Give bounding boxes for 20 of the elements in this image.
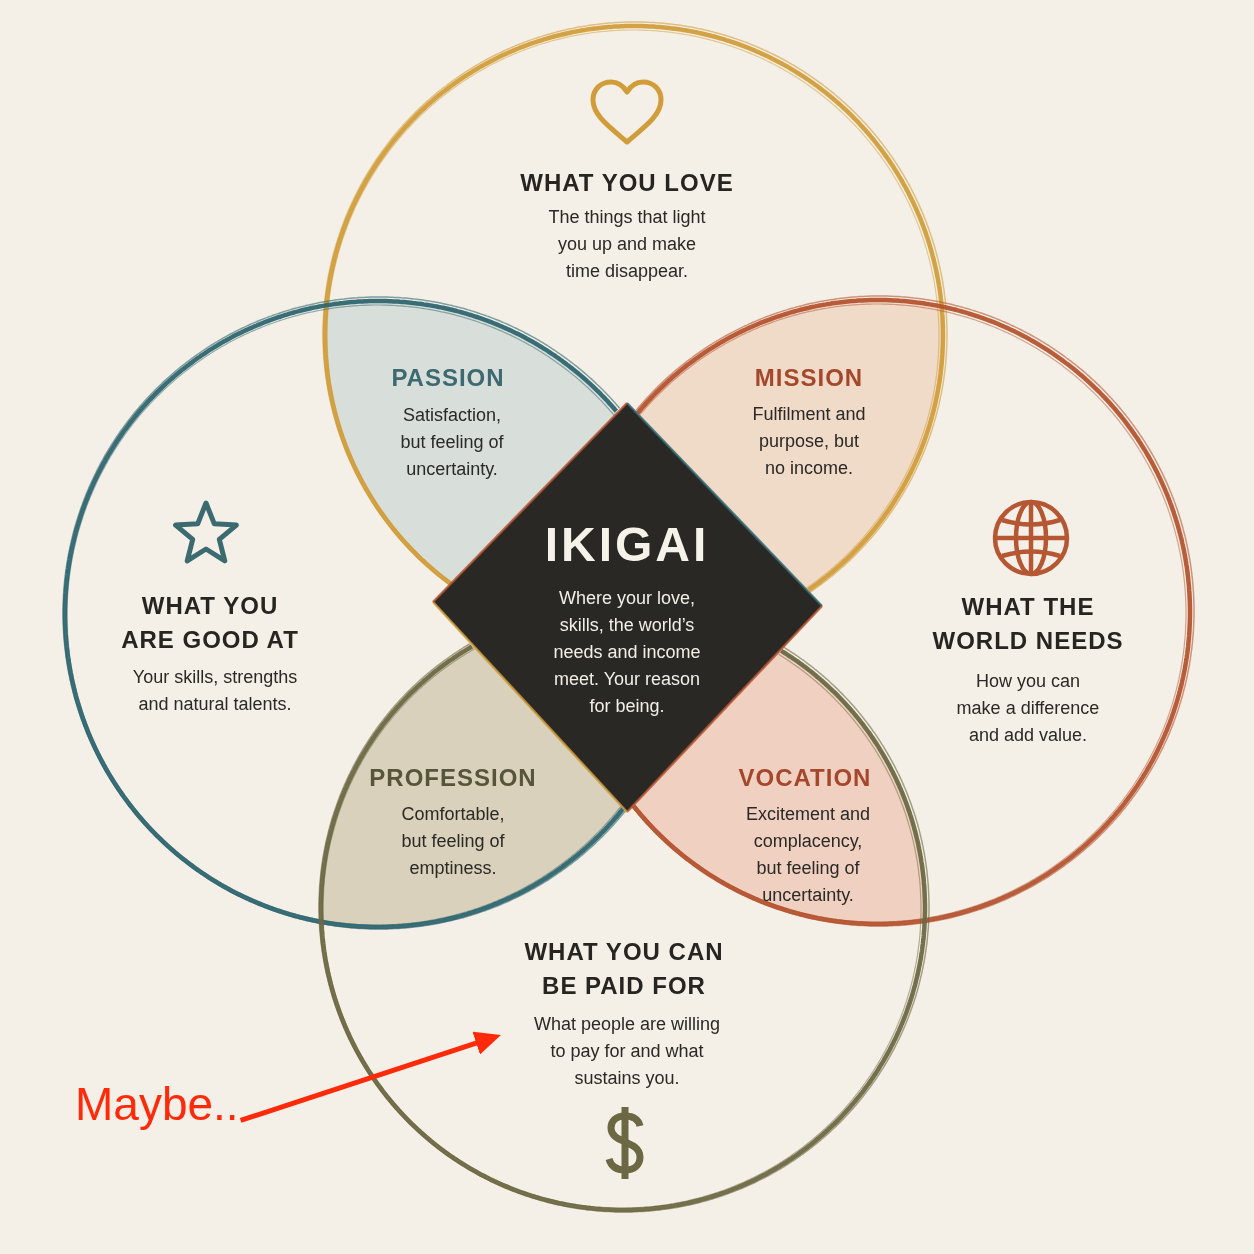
section-heading: WHAT THE WORLD NEEDS [932, 592, 1124, 656]
section-heading: WHAT YOU ARE GOOD AT [120, 591, 300, 655]
center-title: IKIGAI [544, 517, 710, 573]
description-text: Where your love, skills, the world’s needs and income meet. Your reason for being. [552, 587, 702, 718]
section-heading: PROFESSION [368, 763, 538, 793]
description-text: What people are willing to pay for and what sustains you. [533, 1013, 721, 1090]
section-heading: VOCATION [738, 763, 872, 793]
description-text: Comfortable, but feeling of emptiness. [400, 803, 506, 880]
description-text: Your skills, strengths and natural talents. [132, 666, 298, 716]
description-text: The things that light you up and make time disappear. [547, 206, 707, 283]
description-text: Satisfaction, but feeling of uncertainty. [399, 404, 505, 481]
section-heading: PASSION [390, 363, 506, 393]
section-heading: WHAT YOU LOVE [519, 168, 735, 198]
section-heading: MISSION [754, 363, 864, 393]
description-text: Fulfilment and purpose, but no income. [751, 403, 867, 480]
section-heading: WHAT YOU CAN BE PAID FOR [523, 937, 725, 1001]
annotation-text: Maybe.. [75, 1078, 239, 1131]
arrow [239, 1031, 501, 1123]
description-text: Excitement and complacency, but feeling of uncertainty. [745, 803, 871, 907]
description-text: How you can make a difference and add value. [956, 670, 1100, 747]
